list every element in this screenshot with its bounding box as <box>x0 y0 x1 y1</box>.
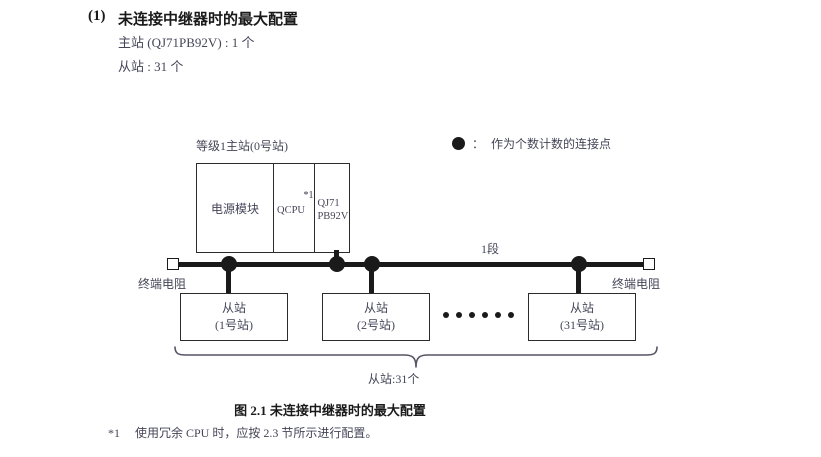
cpu-module-label: QCPU <box>276 205 305 216</box>
master-station-block: 电源模块 *1 QCPU QJ71 PB92V <box>196 163 350 253</box>
legend: ： 作为个数计数的连接点 <box>452 135 611 152</box>
connection-node-icon <box>329 256 345 272</box>
legend-separator: ： <box>472 137 485 151</box>
footnote-marker: *1 <box>108 426 120 440</box>
slave-station-title: 从站 <box>363 301 388 315</box>
spec-master-count: 主站 (QJ71PB92V) : 1 个 <box>118 35 255 50</box>
slave-station-title: 从站 <box>569 301 594 315</box>
terminator-left-icon <box>167 258 179 270</box>
terminator-right-icon <box>643 258 655 270</box>
power-module-label: 电源模块 <box>210 201 259 216</box>
slave-station-box: 从站 (1号站) <box>180 293 288 341</box>
terminator-left-label: 终端电阻 <box>138 277 187 291</box>
slave-range-brace <box>172 346 660 370</box>
figure-caption: 图 2.1 未连接中继器时的最大配置 <box>234 403 426 418</box>
drop-line-slave-3 <box>576 262 581 294</box>
footnote-ref-marker: *1 <box>303 190 314 201</box>
network-module-label-line1: QJ71 <box>317 198 340 209</box>
page-title: 未连接中继器时的最大配置 <box>118 12 299 28</box>
slave-station-box: 从站 (31号站) <box>528 293 636 341</box>
footnote-text: 使用冗余 CPU 时，应按 2.3 节所示进行配置。 <box>135 426 378 440</box>
legend-label: 作为个数计数的连接点 <box>491 137 612 151</box>
spec-slave-count: 从站 : 31 个 <box>118 59 184 74</box>
slave-station-number: (1号站) <box>215 318 253 332</box>
network-module-label: QJ71 PB92V <box>317 197 348 223</box>
heading-number: (1) <box>88 8 106 24</box>
terminator-right-label: 终端电阻 <box>612 277 661 291</box>
slave-station-box: 从站 (2号站) <box>322 293 430 341</box>
filled-circle-icon <box>452 137 465 150</box>
power-module-cell: 电源模块 <box>197 164 274 252</box>
slave-station-number: (2号站) <box>357 318 395 332</box>
segment-label: 1段 <box>481 242 500 256</box>
drop-line-slave-1 <box>226 262 231 294</box>
slave-station-number: (31号站) <box>560 318 604 332</box>
master-station-label: 等级1主站(0号站) <box>196 139 288 153</box>
slave-station-title: 从站 <box>221 301 246 315</box>
ellipsis-dots-icon <box>443 312 514 318</box>
cpu-module-cell: *1 QCPU <box>274 164 316 252</box>
bus-line <box>176 262 646 267</box>
network-module-label-line2: PB92V <box>317 211 349 222</box>
drop-line-slave-2 <box>369 262 374 294</box>
slave-range-label: 从站:31个 <box>368 372 420 386</box>
network-module-cell: QJ71 PB92V <box>315 164 349 252</box>
footnote: *1 使用冗余 CPU 时，应按 2.3 节所示进行配置。 <box>108 424 377 441</box>
